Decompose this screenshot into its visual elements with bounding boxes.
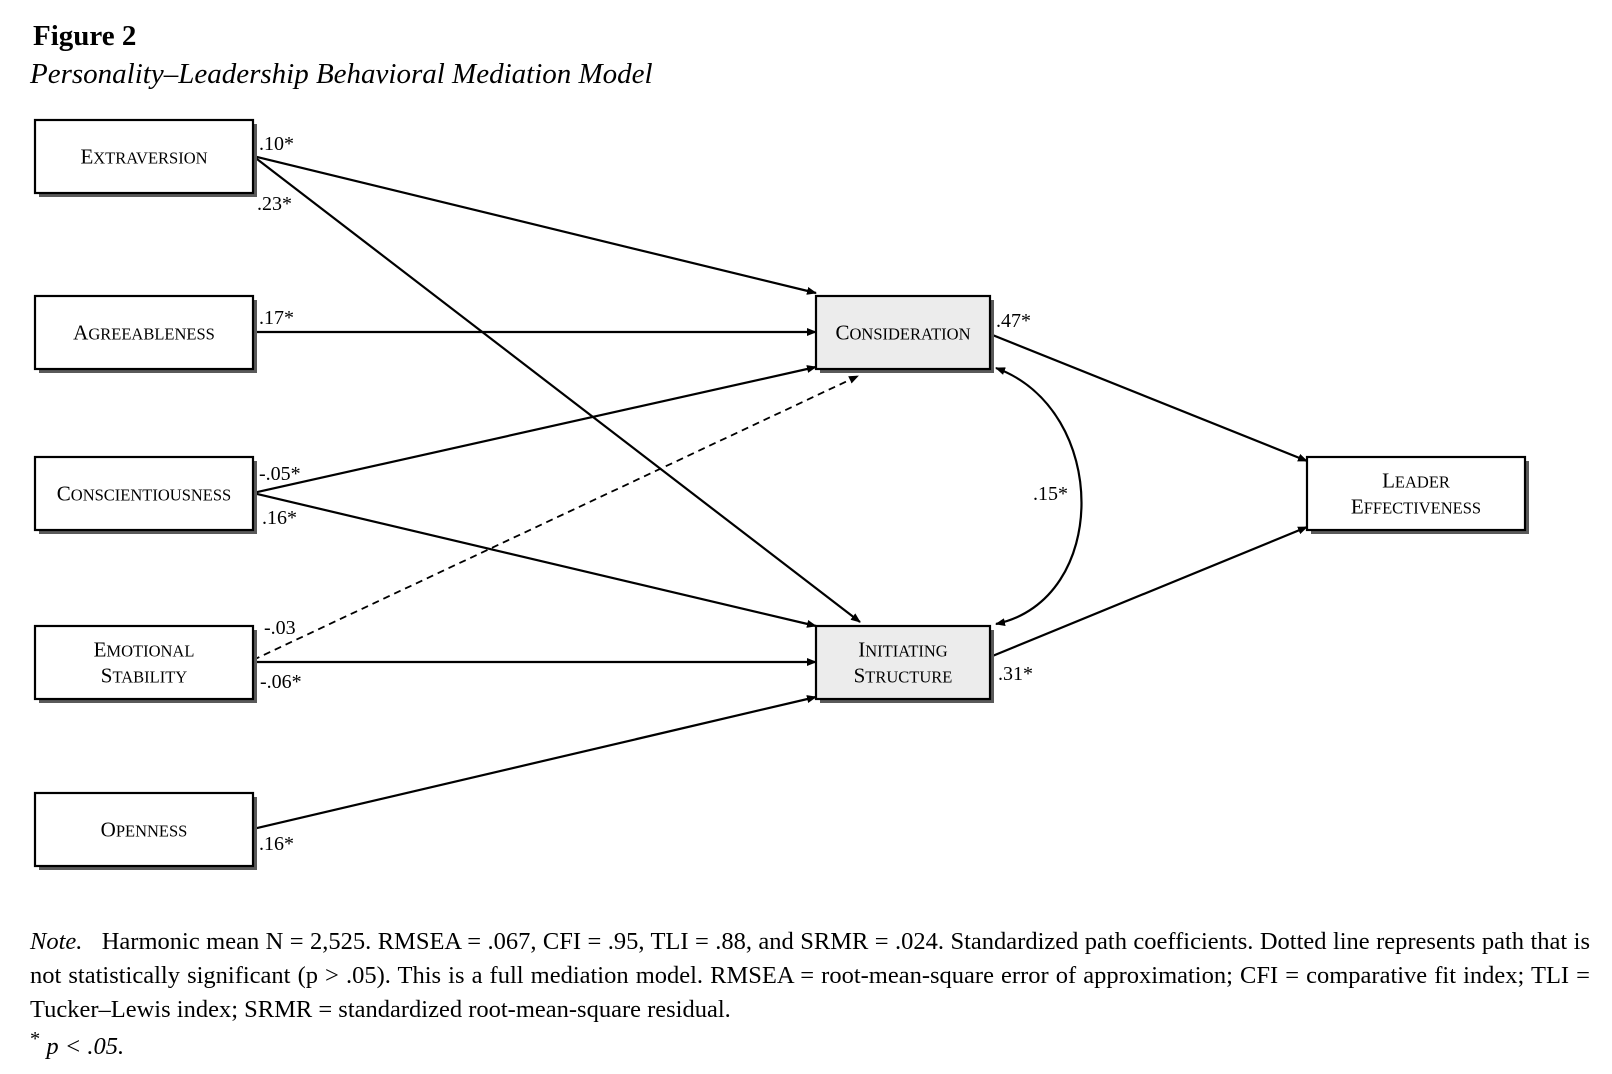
coef-emotional-stability-to-consideration: -.03 [264,617,296,639]
coef-consideration-to-initiating-structure: .15* [1033,483,1068,505]
coef-extraversion-to-initiating-structure: .23* [257,193,292,215]
figure-label: Figure 2 [33,20,137,52]
node-box [33,294,255,371]
footnote-symbol: * [30,1028,41,1050]
figure-title: Personality–Leadership Behavioral Mediat… [30,58,653,90]
node-box [33,791,255,868]
node-openness: OPENNESS [33,791,257,870]
node-label: STABILITY [101,664,188,688]
coef-emotional-stability-to-initiating-structure: -.06* [260,671,302,693]
path-consideration-to-initiating-structure [995,366,1083,627]
path-extraversion-to-initiating-structure [252,155,861,623]
coef-conscientiousness-to-initiating-structure: .16* [262,507,297,529]
path-openness-to-initiating-structure [252,695,817,831]
coef-initiating-structure-to-leader-effectiveness: .31* [998,663,1033,685]
coef-openness-to-initiating-structure: .16* [259,833,294,855]
paths-layer [252,154,1308,831]
path-extraversion-to-consideration [252,154,817,295]
coefficients-layer: .10* .23* .17* -.05* .16* -.03 -.06* .16* .47* .3… [257,133,1068,855]
path-initiating-structure-to-leader-effectiveness [989,525,1308,659]
node-box [814,624,992,701]
node-agreeableness: AGREEABLENESS [33,294,257,373]
node-label: CONSCIENTIOUSNESS [57,482,231,506]
node-label: OPENNESS [101,818,188,842]
node-label: EFFECTIVENESS [1351,495,1481,519]
path-conscientiousness-to-consideration [252,365,817,495]
node-box [1305,455,1527,532]
node-extraversion: EXTRAVERSION [33,118,257,197]
mediation-model-diagram: EXTRAVERSION AGREEABLENESS CONSCIENTIOUSNE… [33,118,1529,870]
node-label: AGREEABLENESS [73,321,215,345]
node-box [33,455,255,532]
coef-conscientiousness-to-consideration: -.05* [259,463,301,485]
node-box [33,118,255,195]
coef-extraversion-to-consideration: .10* [259,133,294,155]
node-label: STRUCTURE [854,664,953,688]
node-label: CONSIDERATION [835,321,970,345]
path-consideration-to-leader-effectiveness [989,332,1308,463]
node-label: EMOTIONAL [94,638,195,662]
node-label: EXTRAVERSION [80,145,207,169]
note-text: Harmonic mean N = 2,525. RMSEA = .067, C… [30,928,1591,1023]
nodes-layer: EXTRAVERSION AGREEABLENESS CONSCIENTIOUSNE… [33,118,1529,870]
note-lead: Note. [30,928,83,955]
node-box [814,294,992,371]
significance-footnote: * p < .05. [30,1028,124,1061]
coef-agreeableness-to-consideration: .17* [259,307,294,329]
node-label: INITIATING [858,638,948,662]
node-box [33,624,255,701]
path-emotional-stability-to-consideration [252,375,859,661]
node-consideration: CONSIDERATION [814,294,994,373]
figure-note: Note. Harmonic mean N = 2,525. RMSEA = .… [30,925,1590,1027]
footnote-text: p < .05. [46,1033,125,1061]
node-label: LEADER [1382,469,1450,493]
coef-consideration-to-leader-effectiveness: .47* [996,310,1031,332]
node-conscientiousness: CONSCIENTIOUSNESS [33,455,257,534]
path-conscientiousness-to-initiating-structure [252,491,817,628]
